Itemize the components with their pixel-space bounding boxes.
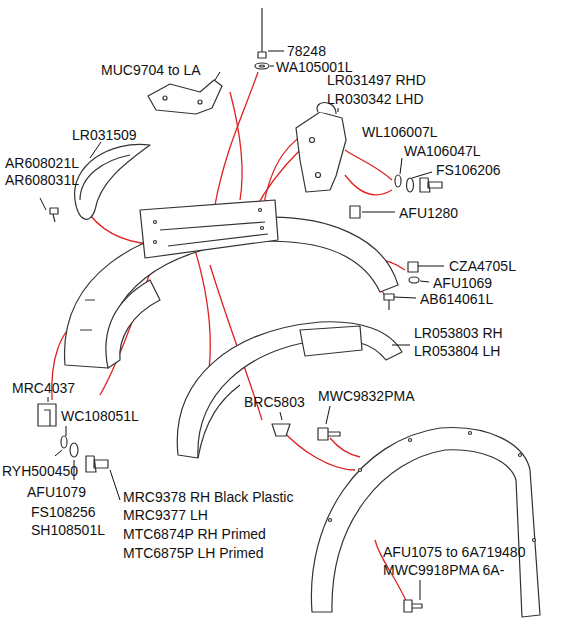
label-leaders (40, 51, 444, 600)
part-number: WL106007L (362, 124, 438, 140)
part-number: LR030342 LHD (327, 91, 424, 107)
part-number: MRC9377 LH (123, 507, 208, 523)
part-number: AB614061L (420, 291, 493, 307)
part-number: AFU1079 (27, 484, 86, 500)
part-number: AR608031L (5, 172, 79, 188)
part-number: WA106047L (404, 143, 481, 159)
part-number: LR053804 LH (414, 343, 500, 359)
part-number: LR031497 RHD (327, 72, 426, 88)
part-number: MRC4037 (12, 380, 75, 396)
part-number: FS108256 (31, 504, 96, 520)
part-number: AFU1075 to 6A719480 (383, 544, 525, 560)
clip-screw (272, 424, 340, 440)
wheel-arch-flare (311, 428, 540, 617)
hinge-bracket (296, 103, 346, 193)
part-number: MTC6875P LH Primed (123, 545, 264, 561)
part-number: MWC9918PMA 6A- (383, 562, 504, 578)
inner-wheel-arch (65, 200, 398, 368)
part-number: WC108051L (61, 408, 139, 424)
screw (404, 600, 422, 612)
part-number: MUC9704 to LA (101, 62, 201, 78)
part-number: RYH500450 (2, 463, 78, 479)
fitment-lines (52, 72, 408, 605)
part-number: MTC6874P RH Primed (123, 526, 266, 542)
part-number: LR031509 (72, 127, 137, 143)
part-number: LR053803 RH (414, 325, 503, 341)
part-number: MRC9378 RH Black Plastic (123, 489, 293, 505)
bracket (148, 80, 222, 114)
pin (255, 8, 269, 69)
clips (384, 262, 419, 310)
part-number: FS106206 (436, 162, 501, 178)
part-number: AR608021L (5, 155, 79, 171)
part-number: BRC5803 (244, 394, 305, 410)
part-number: AFU1069 (433, 275, 492, 291)
part-number: 78248 (287, 43, 326, 59)
part-number: CZA4705L (449, 258, 516, 274)
part-number: MWC9832PMA (318, 388, 414, 404)
part-number: SH108501L (31, 522, 105, 538)
part-number: AFU1280 (399, 205, 458, 221)
